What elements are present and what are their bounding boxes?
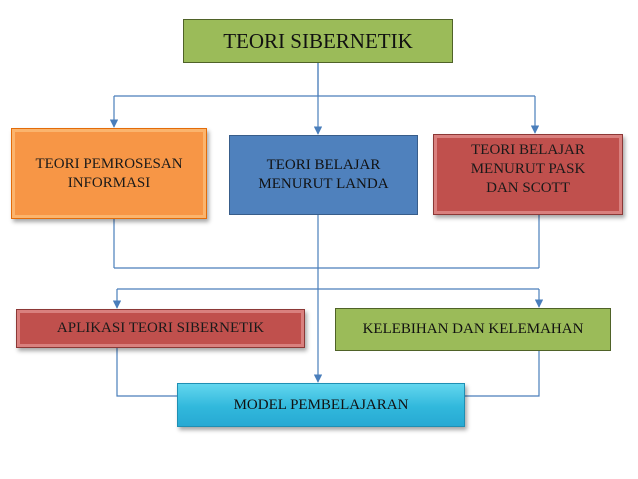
node-teori-pemrosesan-informasi: TEORI PEMROSESAN INFORMASI — [11, 128, 207, 219]
node-model-pembelajaran: MODEL PEMBELAJARAN — [177, 383, 465, 427]
connector-kelebihan-to-model — [465, 351, 540, 397]
node-teori-belajar-pask-scott: TEORI BELAJAR MENURUT PASK DAN SCOTT — [433, 134, 623, 215]
node-kelebihan-kelemahan: KELEBIHAN DAN KELEMAHAN — [335, 308, 611, 351]
node-teori-belajar-landa: TEORI BELAJAR MENURUT LANDA — [229, 135, 418, 215]
connector-aplikasi-to-model — [116, 348, 177, 397]
node-aplikasi-teori-sibernetik: APLIKASI TEORI SIBERNETIK — [16, 309, 305, 348]
root-node-teori-sibernetik: TEORI SIBERNETIK — [183, 19, 453, 63]
